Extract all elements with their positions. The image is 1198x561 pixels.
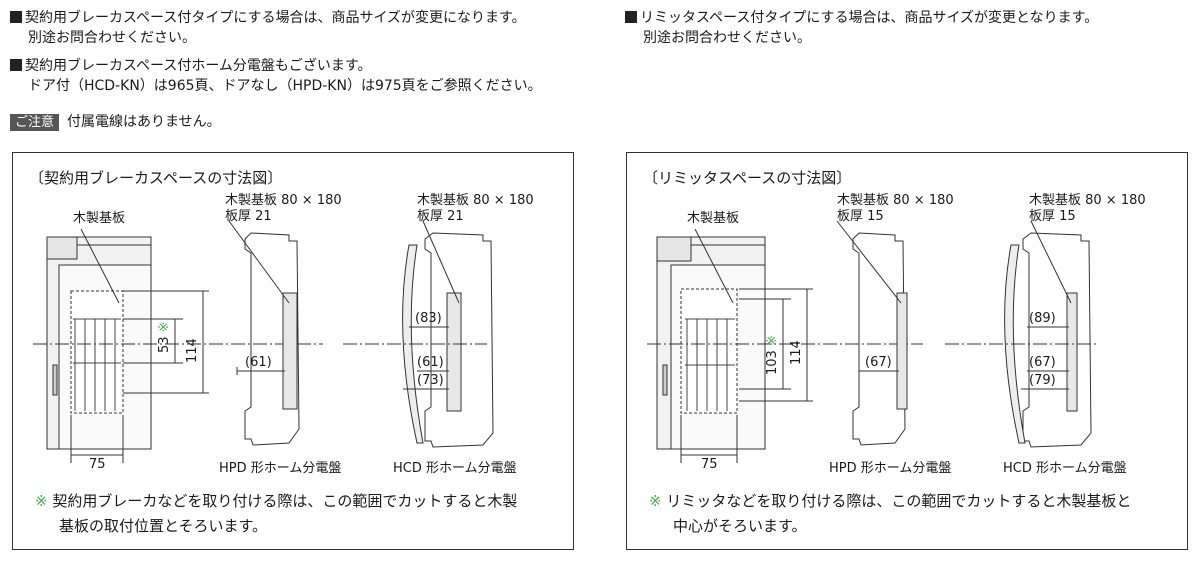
square-bullet-icon: [625, 11, 637, 23]
dim-height-114: 114: [789, 340, 804, 365]
hpd-board-thickness-label: 板厚 21: [225, 209, 272, 224]
reference-mark-icon: ※: [649, 492, 662, 510]
wood-board-label: 木製基板: [687, 211, 740, 226]
panel-title: 〔契約用ブレーカスペースの寸法図〕: [29, 169, 283, 187]
square-bullet-icon: [10, 59, 22, 71]
hcd-depth-dim-2: (61): [417, 355, 444, 370]
hcd-board-thickness-label: 板厚 21: [417, 209, 464, 224]
dim-height-114: 114: [185, 338, 200, 363]
note-size-change-breaker: 契約用ブレーカスペース付タイプにする場合は、商品サイズが変更になります。 別途お…: [10, 8, 526, 48]
hpd-caption: HPD 形ホーム分電盤: [829, 461, 952, 476]
hcd-depth-dim-3: (79): [1029, 373, 1056, 388]
panel-breaker-dimensions: 〔契約用ブレーカスペースの寸法図〕: [12, 152, 574, 550]
dim-width-75: 75: [89, 457, 106, 472]
hcd-board-size-label: 木製基板 80 × 180: [1029, 193, 1146, 208]
hpd-caption: HPD 形ホーム分電盤: [219, 461, 342, 476]
reference-mark-icon: ※: [157, 321, 172, 333]
reference-mark-icon: ※: [35, 492, 48, 510]
breaker-footnote: ※ 契約用ブレーカなどを取り付ける際は、この範囲でカットすると木製 基板の取付位…: [35, 492, 518, 535]
hpd-board-size-label: 木製基板 80 × 180: [837, 193, 954, 208]
hpd-board-thickness-label: 板厚 15: [837, 209, 884, 224]
hcd-board-size-label: 木製基板 80 × 180: [417, 193, 534, 208]
dim-width-75: 75: [701, 457, 718, 472]
panel-title: 〔リミッタスペースの寸法図〕: [643, 169, 852, 187]
hcd-caption: HCD 形ホーム分電盤: [1003, 461, 1127, 476]
hpd-depth-dim: (67): [865, 355, 892, 370]
hcd-caption: HCD 形ホーム分電盤: [393, 461, 517, 476]
caution-note: ご注意付属電線はありません。: [10, 112, 221, 133]
hcd-depth-dim-3: (73): [417, 373, 444, 388]
note-breaker-home-panel: 契約用ブレーカスペース付ホーム分電盤もございます。 ドア付（HCD-KN）は96…: [10, 56, 542, 96]
hcd-depth-dim-1: (83): [415, 311, 442, 326]
hcd-depth-dim-2: (67): [1029, 355, 1056, 370]
hcd-depth-dim-1: (89): [1029, 311, 1056, 326]
hpd-board-size-label: 木製基板 80 × 180: [225, 193, 342, 208]
dim-height-53: 53 ※: [157, 321, 172, 353]
reference-mark-icon: ※: [765, 335, 780, 347]
limiter-footnote: ※ リミッタなどを取り付ける際は、この範囲でカットすると木製基板と 中心がそろい…: [649, 492, 1132, 535]
caution-text: 付属電線はありません。: [67, 114, 221, 130]
breaker-dimension-drawing: [33, 220, 494, 463]
wood-board-label: 木製基板: [73, 211, 126, 226]
square-bullet-icon: [10, 11, 22, 23]
limiter-dimension-drawing: [647, 220, 1097, 463]
caution-tag: ご注意: [10, 114, 60, 131]
hpd-depth-dim: (61): [245, 355, 272, 370]
hcd-board-thickness-label: 板厚 15: [1029, 209, 1076, 224]
panel-limiter-dimensions: 〔リミッタスペースの寸法図〕: [626, 152, 1188, 550]
note-size-change-limiter: リミッタスペース付タイプにする場合は、商品サイズが変更となります。 別途お問合わ…: [625, 8, 1098, 48]
dim-height-103: 103 ※: [765, 335, 780, 375]
